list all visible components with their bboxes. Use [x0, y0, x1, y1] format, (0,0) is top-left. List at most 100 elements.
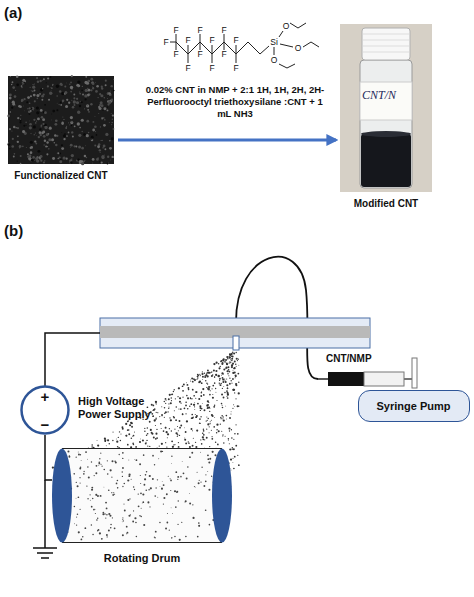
spray-dot: [187, 397, 189, 399]
powder-grain: [63, 134, 66, 137]
spray-dot: [177, 396, 178, 397]
fiber-dot: [112, 492, 114, 494]
spray-dot: [214, 404, 215, 405]
powder-grain: [92, 87, 94, 89]
spray-dot: [227, 373, 228, 374]
powder-grain: [34, 100, 36, 102]
atom-label: Si: [270, 38, 278, 47]
spray-dot: [198, 381, 200, 383]
powder-grain: [56, 85, 59, 88]
powder-grain: [100, 101, 103, 104]
spray-dot: [196, 379, 197, 380]
spray-dot: [233, 439, 234, 440]
spray-dot: [149, 421, 151, 423]
powder-grain: [36, 121, 37, 122]
powder-grain: [66, 135, 68, 137]
spray-dot: [178, 408, 179, 409]
fiber-dot: [215, 454, 217, 456]
fiber-dot: [171, 537, 172, 538]
powder-grain: [21, 101, 22, 102]
powder-grain: [63, 138, 65, 140]
fiber-dot: [154, 495, 156, 497]
fiber-dot: [108, 513, 110, 515]
fiber-dot: [174, 536, 176, 538]
spray-dot: [226, 418, 228, 420]
powder-grain: [12, 103, 15, 106]
spray-dot: [231, 360, 233, 362]
powder-grain: [107, 98, 109, 100]
powder-grain: [42, 123, 44, 125]
fiber-dot: [96, 519, 98, 521]
powder-grain: [56, 109, 58, 111]
powder-grain: [30, 147, 32, 149]
spray-dot: [168, 403, 169, 404]
fiber-dot: [96, 465, 98, 467]
spray-dot: [207, 423, 209, 425]
spray-dot: [202, 371, 203, 372]
spray-dot: [215, 388, 216, 389]
powder-grain: [60, 102, 62, 104]
powder-grain: [17, 117, 19, 119]
fiber-dot: [117, 480, 119, 482]
spray-dot: [227, 371, 228, 372]
spray-dot: [125, 423, 127, 425]
powder-grain: [70, 91, 72, 93]
powder-grain: [11, 130, 12, 131]
fiber-dot: [122, 452, 124, 454]
powder-grain: [25, 122, 27, 124]
spray-dot: [116, 441, 118, 443]
spray-dot: [220, 417, 221, 418]
powder-grain: [27, 155, 30, 158]
vial-liquid: [361, 134, 411, 187]
fiber-dot: [110, 527, 112, 529]
atom-label: F: [173, 26, 178, 35]
spray-dot: [230, 380, 231, 381]
spray-dot: [215, 391, 217, 393]
fiber-dot: [185, 536, 187, 538]
spray-dot: [171, 394, 172, 395]
powder-grain: [111, 85, 113, 87]
spray-dot: [170, 419, 172, 421]
powder-grain: [86, 120, 89, 123]
powder-grain: [104, 155, 105, 156]
powder-grain: [16, 75, 19, 78]
powder-grain: [25, 125, 26, 126]
powder-grain: [98, 106, 100, 108]
spray-dot: [214, 376, 215, 377]
fiber-dot: [155, 487, 156, 488]
powder-grain: [43, 78, 45, 80]
node-text: High Voltage Power Supply: [78, 395, 170, 421]
spray-dot: [227, 358, 229, 360]
powder-grain: [87, 80, 90, 83]
fiber-dot: [128, 515, 130, 517]
spray-dot: [229, 443, 230, 444]
spray-dot: [235, 352, 236, 353]
powder-grain: [55, 119, 58, 122]
spray-dot: [222, 434, 223, 435]
fiber-dot: [117, 487, 119, 489]
fiber-dot: [192, 517, 194, 519]
spray-dot: [223, 386, 225, 388]
bond: [224, 34, 225, 42]
powder-grain: [22, 82, 24, 84]
fiber-dot: [154, 537, 155, 538]
spray-dot: [218, 375, 220, 377]
powder-grain: [41, 132, 44, 135]
powder-grain: [9, 148, 10, 149]
spray-dot: [220, 418, 221, 419]
fiber-dot: [121, 471, 122, 472]
fiber-dot: [167, 513, 168, 514]
powder-grain: [59, 153, 61, 155]
fiber-dot: [101, 538, 103, 540]
fiber-dot: [81, 539, 83, 541]
spray-dot: [176, 406, 178, 408]
powder-grain: [96, 158, 99, 161]
spray-dot: [220, 423, 221, 424]
spray-dot: [199, 423, 200, 424]
fiber-dot: [103, 486, 105, 488]
atom-label: F: [233, 64, 238, 73]
spray-dot: [201, 408, 203, 410]
fiber-dot: [74, 506, 75, 507]
spray-dot: [206, 429, 207, 430]
spray-dot: [169, 406, 170, 407]
